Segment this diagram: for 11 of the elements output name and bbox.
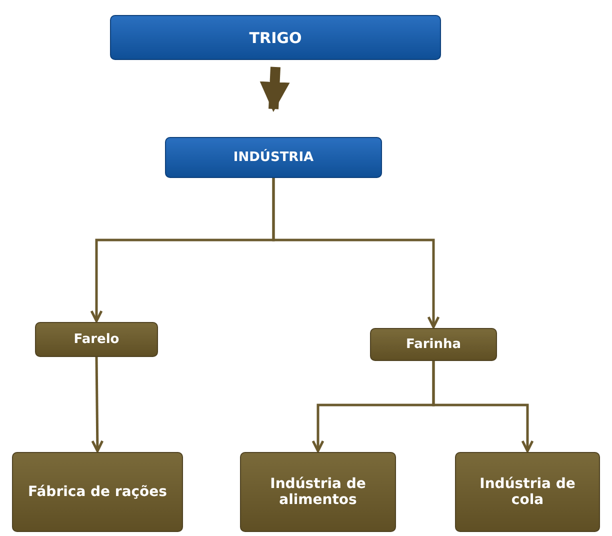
arrow	[432, 361, 534, 452]
process-box: TRIGO	[110, 15, 441, 60]
category-box: Farelo	[35, 322, 158, 357]
category-box: Farinha	[370, 328, 497, 361]
arrow	[260, 66, 290, 112]
category-box: Fábrica de rações	[12, 452, 183, 532]
category-box: Indústria de alimentos	[240, 452, 396, 532]
arrow	[272, 178, 440, 328]
process-box: INDÚSTRIA	[165, 137, 382, 178]
arrow	[91, 356, 104, 452]
category-box: Indústria de cola	[455, 452, 600, 532]
